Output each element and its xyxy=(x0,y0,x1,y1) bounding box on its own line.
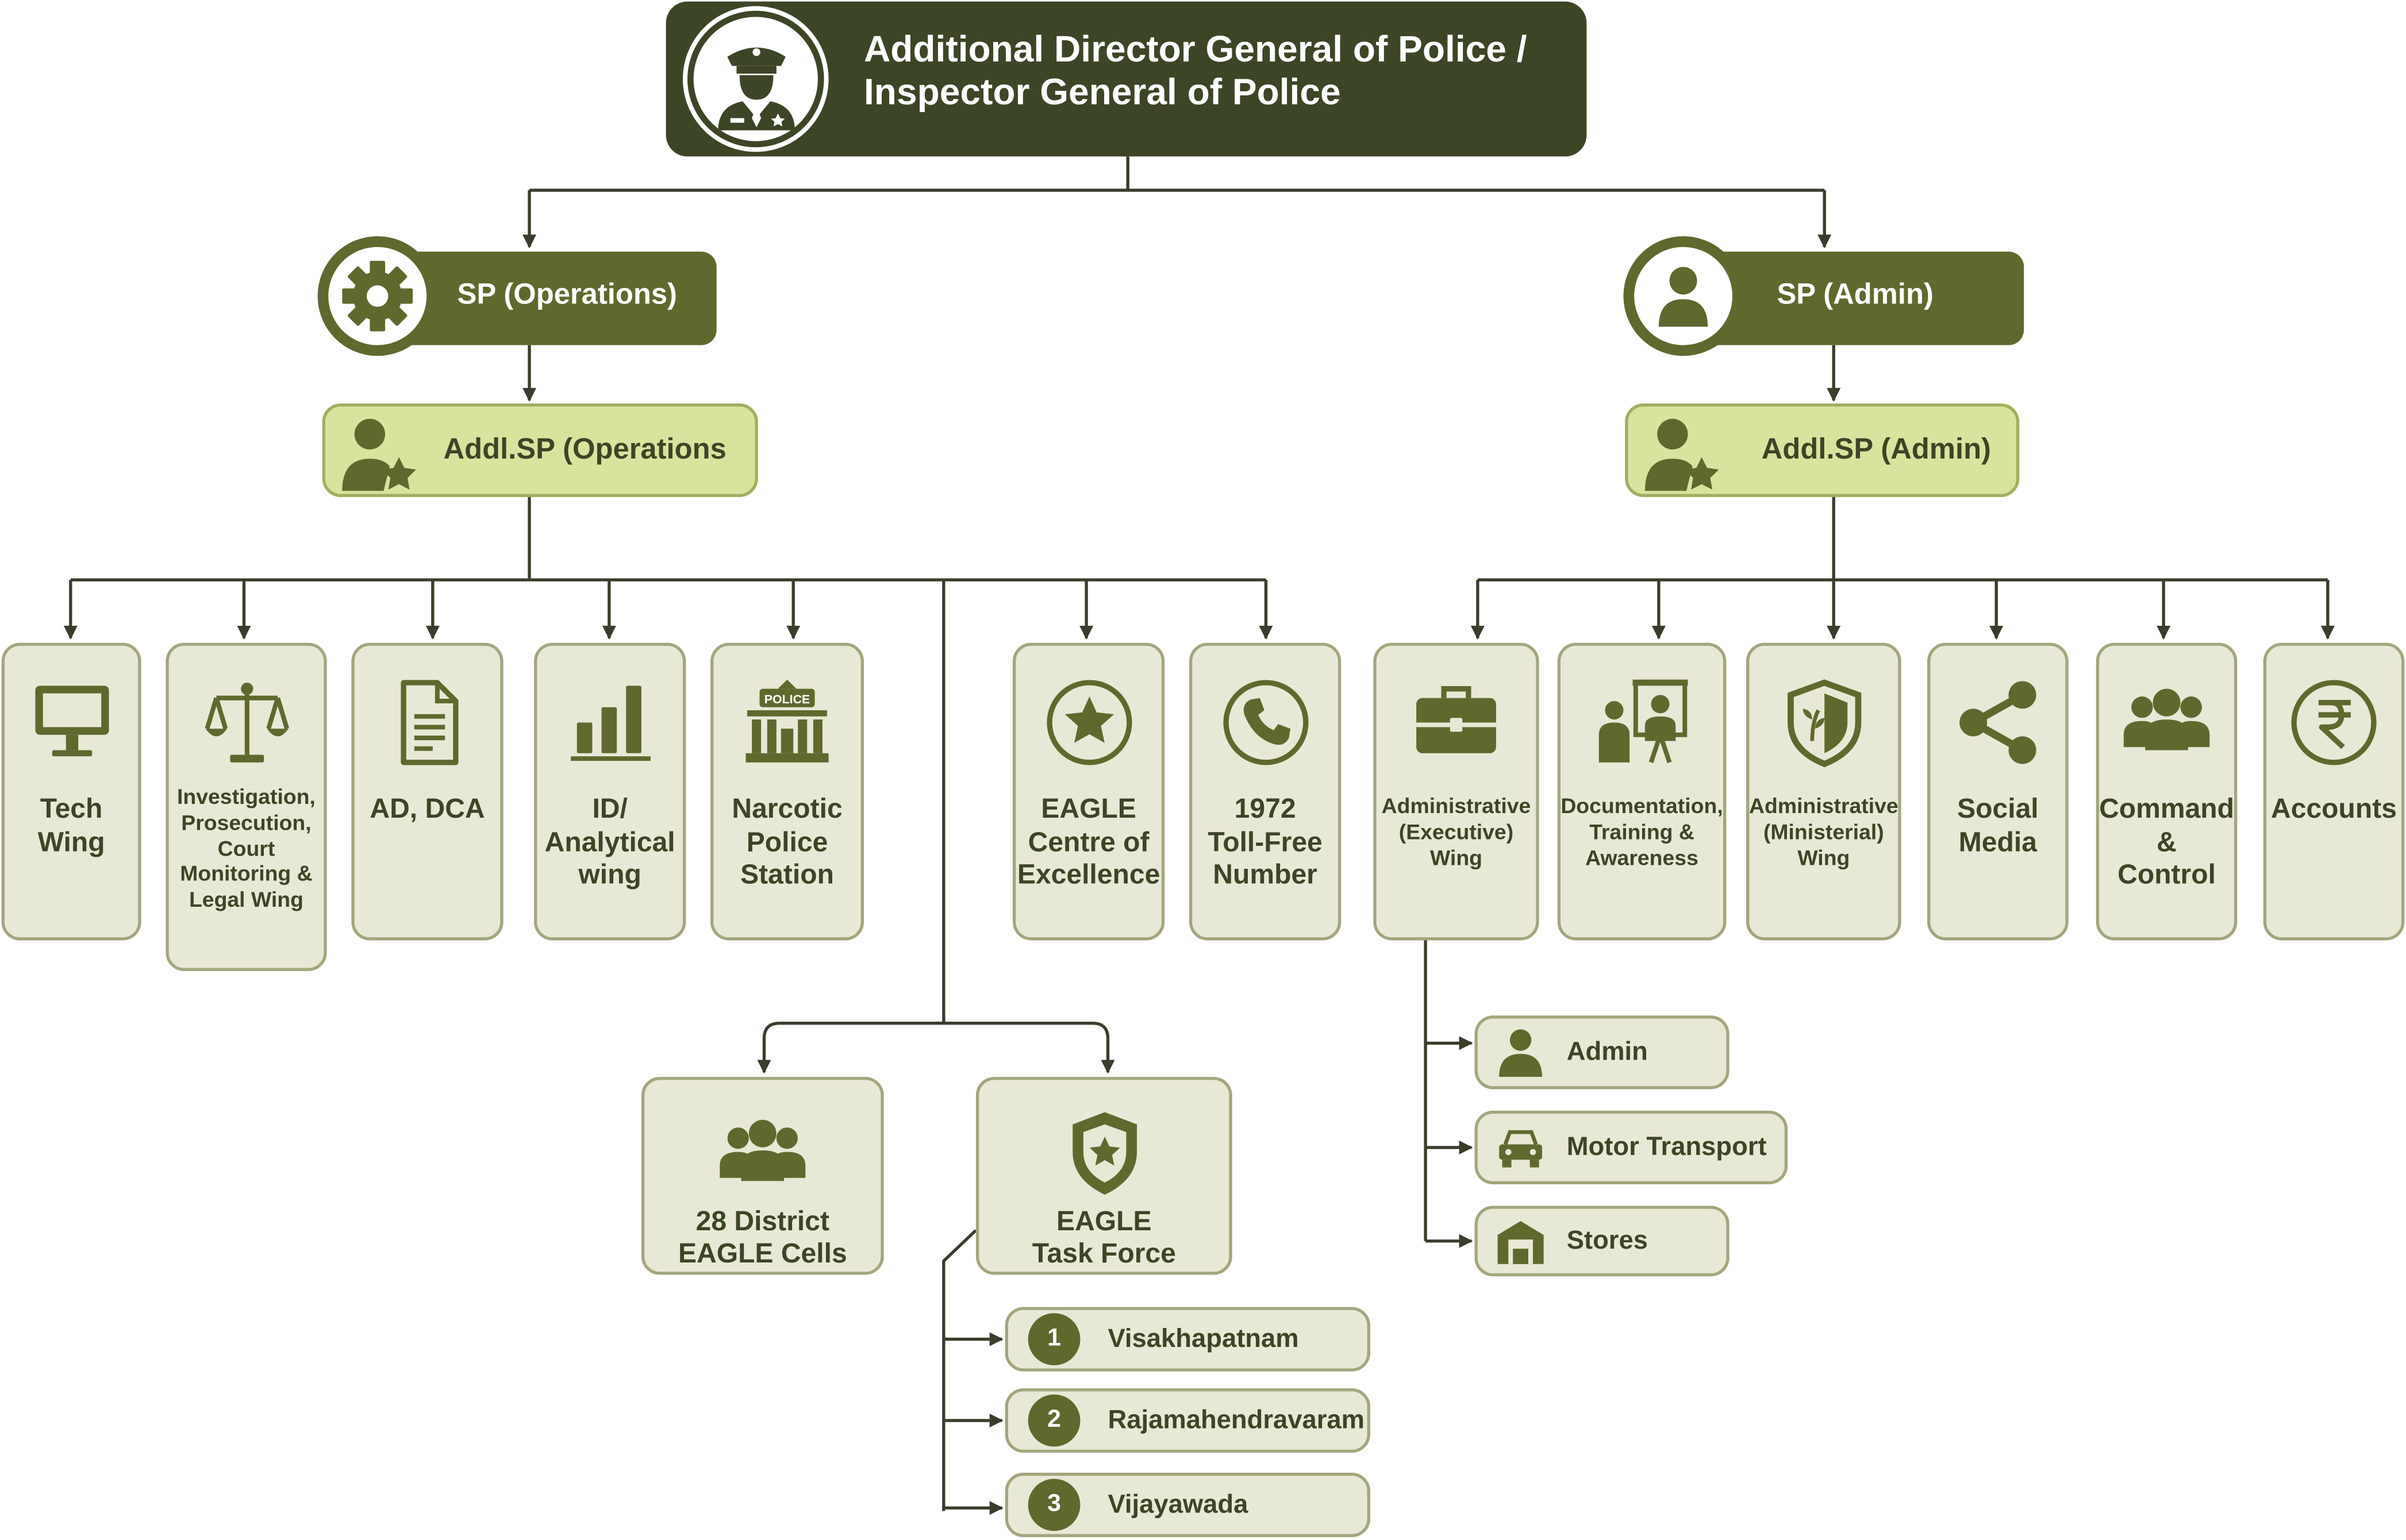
city-number-badge: 1 xyxy=(1028,1313,1081,1365)
accounts-card: Accounts xyxy=(2263,642,2405,941)
social-media-label: Social Media xyxy=(1957,793,2039,857)
police-sign-text: POLICE xyxy=(764,692,810,706)
city-label: Visakhapatnam xyxy=(1108,1323,1299,1353)
user-icon xyxy=(1623,236,1743,356)
share-icon xyxy=(1959,681,2036,764)
eagle-centre-label: EAGLE Centre of Excellence xyxy=(1017,793,1160,890)
adgp-ig-box: Additional Director General of Police / … xyxy=(666,1,1587,157)
sp-operations-label: SP (Operations) xyxy=(457,279,677,311)
documentation-training-card: Documentation, Training & Awareness xyxy=(1557,642,1727,941)
analytical-wing-label: ID/ Analytical wing xyxy=(544,793,675,890)
sub-unit-label: Motor Transport xyxy=(1566,1132,1767,1161)
analytical-wing-card: ID/ Analytical wing xyxy=(534,642,686,941)
user-star-icon xyxy=(342,418,417,491)
police-officer-icon xyxy=(687,10,824,148)
sub-unit-motor-transport: Motor Transport xyxy=(1474,1110,1788,1184)
city-label: Vijayawada xyxy=(1108,1489,1248,1519)
addl-sp-admin-box: Addl.SP (Admin) xyxy=(1625,403,2020,497)
star-circle-icon xyxy=(1046,680,1132,765)
narcotic-police-station-label: Narcotic Police Station xyxy=(732,793,843,890)
admin-executive-wing-label: Administrative (Executive) Wing xyxy=(1381,793,1531,869)
presentation-icon xyxy=(1598,679,1688,764)
admin-executive-wing-card: Administrative (Executive) Wing xyxy=(1373,642,1539,941)
city-number-badge: 2 xyxy=(1028,1394,1081,1447)
toll-free-card: 1972 Toll-Free Number xyxy=(1189,642,1342,941)
eagle-task-force-label: EAGLE Task Force xyxy=(1032,1205,1176,1269)
district-eagle-cells-card: 28 District EAGLE Cells xyxy=(641,1077,884,1275)
city-row-vijayawada: 3 Vijayawada xyxy=(1005,1472,1370,1537)
sub-unit-label: Admin xyxy=(1566,1037,1648,1067)
documentation-training-label: Documentation, Training & Awareness xyxy=(1561,793,1723,869)
user-icon xyxy=(1499,1029,1542,1077)
shield-star-icon xyxy=(1071,1112,1136,1195)
toll-free-label: 1972 Toll-Free Number xyxy=(1208,793,1323,890)
addl-sp-admin-label: Addl.SP (Admin) xyxy=(1761,434,1991,467)
accounts-label: Accounts xyxy=(2271,793,2397,824)
phone-icon xyxy=(1223,680,1308,765)
eagle-centre-card: EAGLE Centre of Excellence xyxy=(1012,642,1165,941)
city-row-rajamahendravaram: 2 Rajamahendravaram xyxy=(1005,1388,1370,1453)
city-row-visakhapatnam: 1 Visakhapatnam xyxy=(1005,1307,1370,1372)
city-number-badge: 3 xyxy=(1028,1479,1081,1531)
group-icon xyxy=(720,1119,806,1181)
car-icon xyxy=(1499,1130,1542,1168)
command-control-card: Command & Control xyxy=(2096,642,2238,941)
warehouse-icon xyxy=(1497,1221,1544,1264)
sp-admin-label: SP (Admin) xyxy=(1777,279,1934,311)
group-icon xyxy=(2123,688,2210,750)
addl-sp-operations-box: Addl.SP (Operations xyxy=(322,403,758,497)
document-icon xyxy=(400,680,458,765)
gear-icon xyxy=(317,236,437,356)
admin-ministerial-wing-label: Administrative (Ministerial) Wing xyxy=(1749,793,1898,869)
shield-icon xyxy=(1786,679,1861,768)
investigation-wing-label: Investigation, Prosecution, Court Monito… xyxy=(177,784,316,912)
city-label: Rajamahendravaram xyxy=(1108,1405,1365,1435)
tech-wing-label: Tech Wing xyxy=(37,793,105,857)
sub-unit-admin: Admin xyxy=(1474,1015,1729,1089)
ad-dca-label: AD, DCA xyxy=(370,793,485,824)
tech-wing-card: Tech Wing xyxy=(1,642,141,941)
admin-ministerial-wing-card: Administrative (Ministerial) Wing xyxy=(1746,642,1901,941)
narcotic-police-station-card: POLICE Narcotic Police Station xyxy=(710,642,864,941)
sub-unit-label: Stores xyxy=(1566,1226,1648,1255)
command-control-label: Command & Control xyxy=(2099,793,2235,890)
addl-sp-operations-label: Addl.SP (Operations xyxy=(443,434,727,467)
sub-unit-stores: Stores xyxy=(1474,1206,1729,1277)
bar-chart-icon xyxy=(570,686,650,761)
rupee-icon xyxy=(2291,680,2377,765)
adgp-ig-title: Additional Director General of Police / … xyxy=(864,29,1527,114)
monitor-icon xyxy=(34,686,109,757)
briefcase-icon xyxy=(1416,686,1496,753)
ad-dca-card: AD, DCA xyxy=(351,642,504,941)
district-eagle-cells-label: 28 District EAGLE Cells xyxy=(678,1205,847,1269)
user-star-icon xyxy=(1644,418,1719,491)
social-media-card: Social Media xyxy=(1927,642,2069,941)
scales-icon xyxy=(204,682,289,763)
police-station-icon: POLICE xyxy=(745,679,829,763)
eagle-task-force-card: EAGLE Task Force xyxy=(975,1077,1232,1275)
investigation-wing-card: Investigation, Prosecution, Court Monito… xyxy=(166,642,327,971)
